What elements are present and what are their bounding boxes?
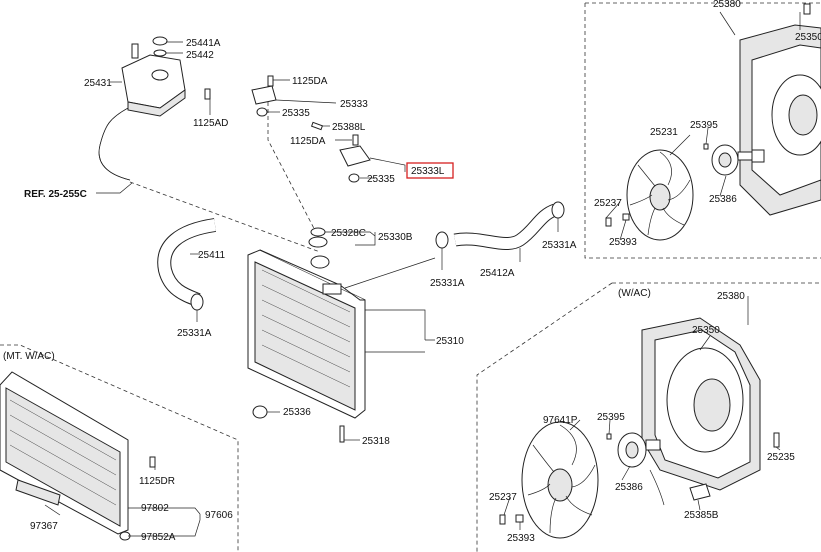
label-1125DA-a: 1125DA (292, 76, 328, 87)
cap-25441A (152, 36, 168, 46)
fan-motor-bottom (617, 432, 661, 468)
connection-line (267, 95, 321, 241)
label-wac: (W/AC) (618, 288, 651, 299)
label-1125AD: 1125AD (193, 118, 228, 129)
bolt-1125AD (204, 88, 211, 100)
label-97802: 97802 (141, 503, 169, 514)
label-25388L: 25388L (332, 122, 366, 133)
label-25331A-right: 25331A (542, 240, 577, 251)
fan-shroud-group-box-top (584, 2, 821, 259)
label-25411: 25411 (198, 250, 226, 261)
nut-25393-bottom (515, 514, 524, 523)
screw-25395-top (703, 143, 709, 150)
label-25385B: 25385B (684, 510, 719, 521)
label-25328C: 25328C (331, 228, 366, 239)
label-25330B: 25330B (378, 232, 413, 243)
label-25393-top: 25393 (609, 237, 637, 248)
label-25412A: 25412A (480, 268, 515, 279)
label-25393-bottom: 25393 (507, 533, 535, 544)
label-25310: 25310 (436, 336, 464, 347)
label-25431: 25431 (84, 78, 112, 89)
clamp-25331A-left (190, 293, 204, 311)
label-25380-bottom: 25380 (717, 291, 745, 302)
clip-25237-bottom (499, 514, 506, 525)
seal-25442 (153, 49, 167, 57)
clamp-25331A-center (435, 231, 449, 249)
label-97606: 97606 (205, 510, 233, 521)
clip-25237-top (605, 217, 612, 227)
radiator-outlet (322, 283, 342, 295)
screw-25395-bottom (606, 433, 612, 440)
plug-25336 (252, 405, 268, 419)
fan-shroud-group-box-bottom (476, 282, 821, 552)
condenser (0, 371, 129, 535)
sensor-25388L (310, 121, 324, 131)
label-97641P: 97641P (543, 415, 578, 426)
reservoir-tank (121, 43, 186, 117)
label-25441A: 25441A (186, 38, 221, 49)
clamp-25331A-right (551, 201, 565, 219)
label-25237-top: 25237 (594, 198, 622, 209)
connection-line (344, 257, 436, 289)
label-25333: 25333 (340, 99, 368, 110)
label-mt-wac: (MT. W/AC) (3, 351, 55, 362)
label-25235: 25235 (767, 452, 795, 463)
label-97367: 97367 (30, 521, 58, 532)
label-25331A-left: 25331A (177, 328, 212, 339)
label-25386-top: 25386 (709, 194, 737, 205)
label-25395-bottom: 25395 (597, 412, 625, 423)
condenser-group-box (0, 344, 239, 552)
label-25395-top: 25395 (690, 120, 718, 131)
label-1125DA-b: 1125DA (290, 136, 326, 147)
label-25335-b: 25335 (367, 174, 395, 185)
label-25380-top: 25380 (713, 0, 741, 10)
label-25318: 25318 (362, 436, 390, 447)
label-25350-bottom: 25350 (692, 325, 720, 336)
connection-line (129, 181, 321, 253)
bracket-25385B (689, 483, 711, 501)
label-25331A-center: 25331A (430, 278, 465, 289)
label-25333L: 25333L (411, 166, 445, 177)
drain-plug-25318 (339, 425, 345, 443)
cooling-fan-bottom (521, 421, 599, 539)
radiator-cap-25330B (308, 236, 328, 248)
label-25237-bottom: 25237 (489, 492, 517, 503)
highlight-box-25333L (406, 162, 454, 179)
label-25386-bottom: 25386 (615, 482, 643, 493)
label-1125DR: 1125DR (139, 476, 175, 487)
label-25231: 25231 (650, 127, 678, 138)
label-ref-25-255C: REF. 25-255C (24, 189, 87, 200)
seal-25328C (310, 227, 326, 237)
bracket-25333L (339, 134, 371, 183)
bracket-25333 (251, 75, 277, 117)
overflow-hose (98, 107, 131, 181)
label-97852A: 97852A (141, 532, 176, 543)
wire-harness (649, 469, 665, 506)
filler-neck (310, 255, 330, 269)
label-25442: 25442 (186, 50, 214, 61)
bolt-1125DR (149, 456, 156, 468)
fan-shroud-top (739, 3, 821, 216)
leader-lines (44, 11, 781, 537)
fan-shroud-bottom (641, 317, 761, 491)
label-25336: 25336 (283, 407, 311, 418)
nut-25393-top (622, 213, 630, 221)
label-25335-a: 25335 (282, 108, 310, 119)
bolt-25235 (773, 432, 780, 448)
radiator-25310 (247, 249, 366, 419)
cooling-fan-top (626, 149, 694, 241)
air-guard-97367 (15, 479, 61, 506)
label-25350-top: 25350 (795, 32, 821, 43)
fan-motor-top (711, 144, 765, 176)
